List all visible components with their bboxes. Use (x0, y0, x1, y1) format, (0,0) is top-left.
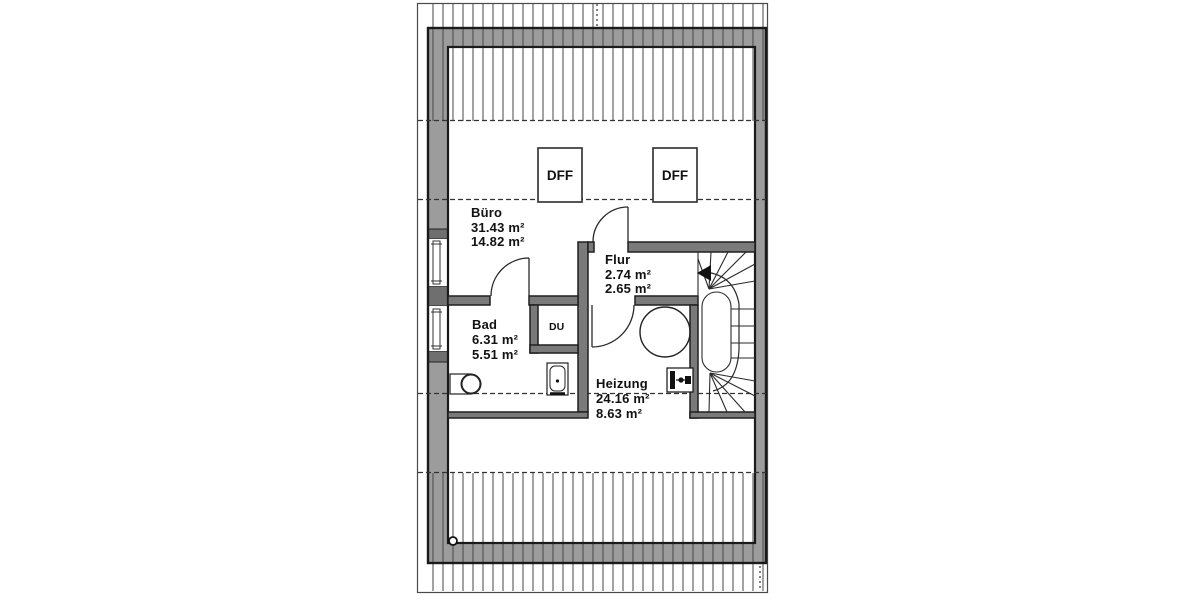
plan-outer-border (416, 2, 769, 594)
roof-window-left-label: DFF (547, 168, 573, 183)
roof-hatch-bottom (432, 473, 764, 591)
buero-area-total: 31.43 m² (471, 220, 525, 235)
left-wall-windows (428, 239, 448, 351)
heater-icon (666, 367, 694, 393)
window-2-icon (432, 308, 441, 350)
wall-flur-heizung (634, 295, 699, 306)
wall-stair-left (689, 304, 699, 419)
bad-area-total: 6.31 m² (472, 332, 519, 347)
wall-buero-bad-right (528, 295, 579, 306)
interior-walls (447, 241, 756, 419)
interior-floor (448, 47, 755, 543)
room-labels: Büro 31.43 m² 14.82 m² Flur 2.74 m² 2.65… (471, 168, 688, 421)
wall-flur-stub (587, 241, 595, 253)
door-heizung (591, 304, 635, 348)
outer-wall-outer-edge (426, 26, 768, 565)
fixtures (448, 306, 694, 546)
wall-buero-bad-left (447, 295, 491, 306)
tank-circle-icon (639, 306, 691, 358)
roof-window-right-label: DFF (662, 168, 688, 183)
washbasin-icon (546, 362, 569, 396)
roof-window-left (537, 147, 583, 203)
window-1-icon (432, 240, 441, 285)
door-buero (592, 206, 629, 243)
flur-area-counted: 2.65 m² (605, 281, 652, 296)
stair-direction-arrow-icon (697, 265, 711, 281)
flur-name: Flur (605, 252, 630, 267)
downpipe-icon (448, 536, 458, 546)
roof-window-right (652, 147, 698, 203)
staircase (697, 251, 756, 413)
wall-stair-bottom (689, 411, 756, 419)
outer-wall-inner-edge (446, 45, 757, 545)
door-bad (490, 257, 530, 297)
wall-bad-flur (577, 241, 589, 413)
roof-hatch-top (432, 4, 764, 121)
stair-inner-rail (701, 291, 732, 373)
buero-name: Büro (471, 205, 502, 220)
heizung-area-counted: 8.63 m² (596, 406, 643, 421)
stair-steps (697, 251, 756, 413)
bad-area-counted: 5.51 m² (472, 347, 519, 362)
doors (490, 206, 635, 348)
heizung-name: Heizung (596, 376, 648, 391)
buero-area-counted: 14.82 m² (471, 234, 525, 249)
roof-height-dashed-lines (418, 119, 766, 474)
shower-label: DU (549, 321, 564, 333)
flur-area-total: 2.74 m² (605, 267, 652, 282)
stair-walk-line (704, 271, 740, 392)
outer-walls (428, 28, 766, 563)
heizung-area-total: 24.16 m² (596, 391, 650, 406)
wall-bad-bottom (447, 411, 589, 419)
bad-name: Bad (472, 317, 497, 332)
wall-flur-top (627, 241, 756, 253)
wall-du-bottom (529, 344, 579, 354)
wc-icon (449, 373, 482, 395)
